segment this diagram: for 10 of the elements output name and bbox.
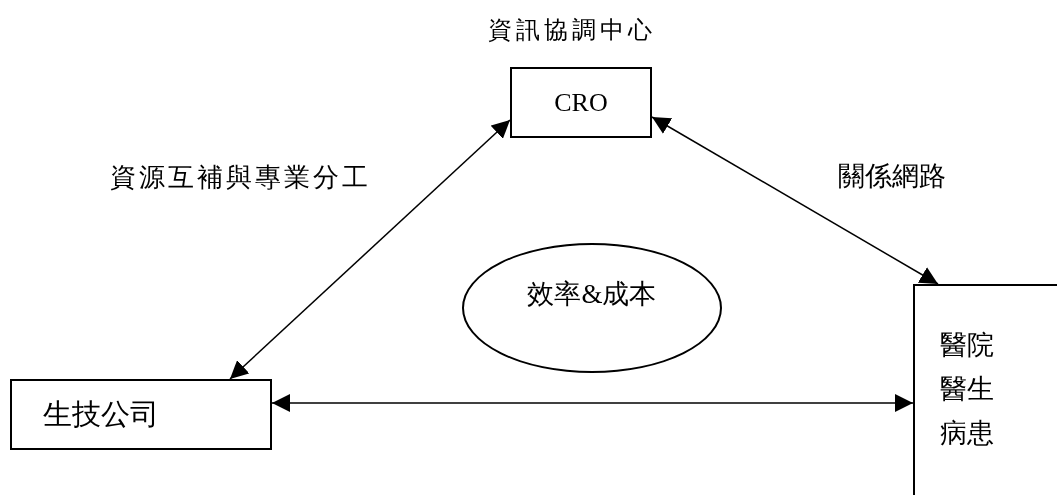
process-box: CRO [510,67,652,138]
edge-label: 資源互補與專業分工 [110,162,371,194]
process-box: 生技公司 [10,379,272,450]
heading-text: 資訊協調中心 [488,16,656,45]
edge-label: 關係網路 [838,160,946,193]
arrow [271,394,914,412]
ellipse: 效率&成本 [462,243,722,373]
arrow [229,119,511,380]
process-box: 醫院 醫生 病患 [913,284,1057,495]
arrow [651,116,939,285]
